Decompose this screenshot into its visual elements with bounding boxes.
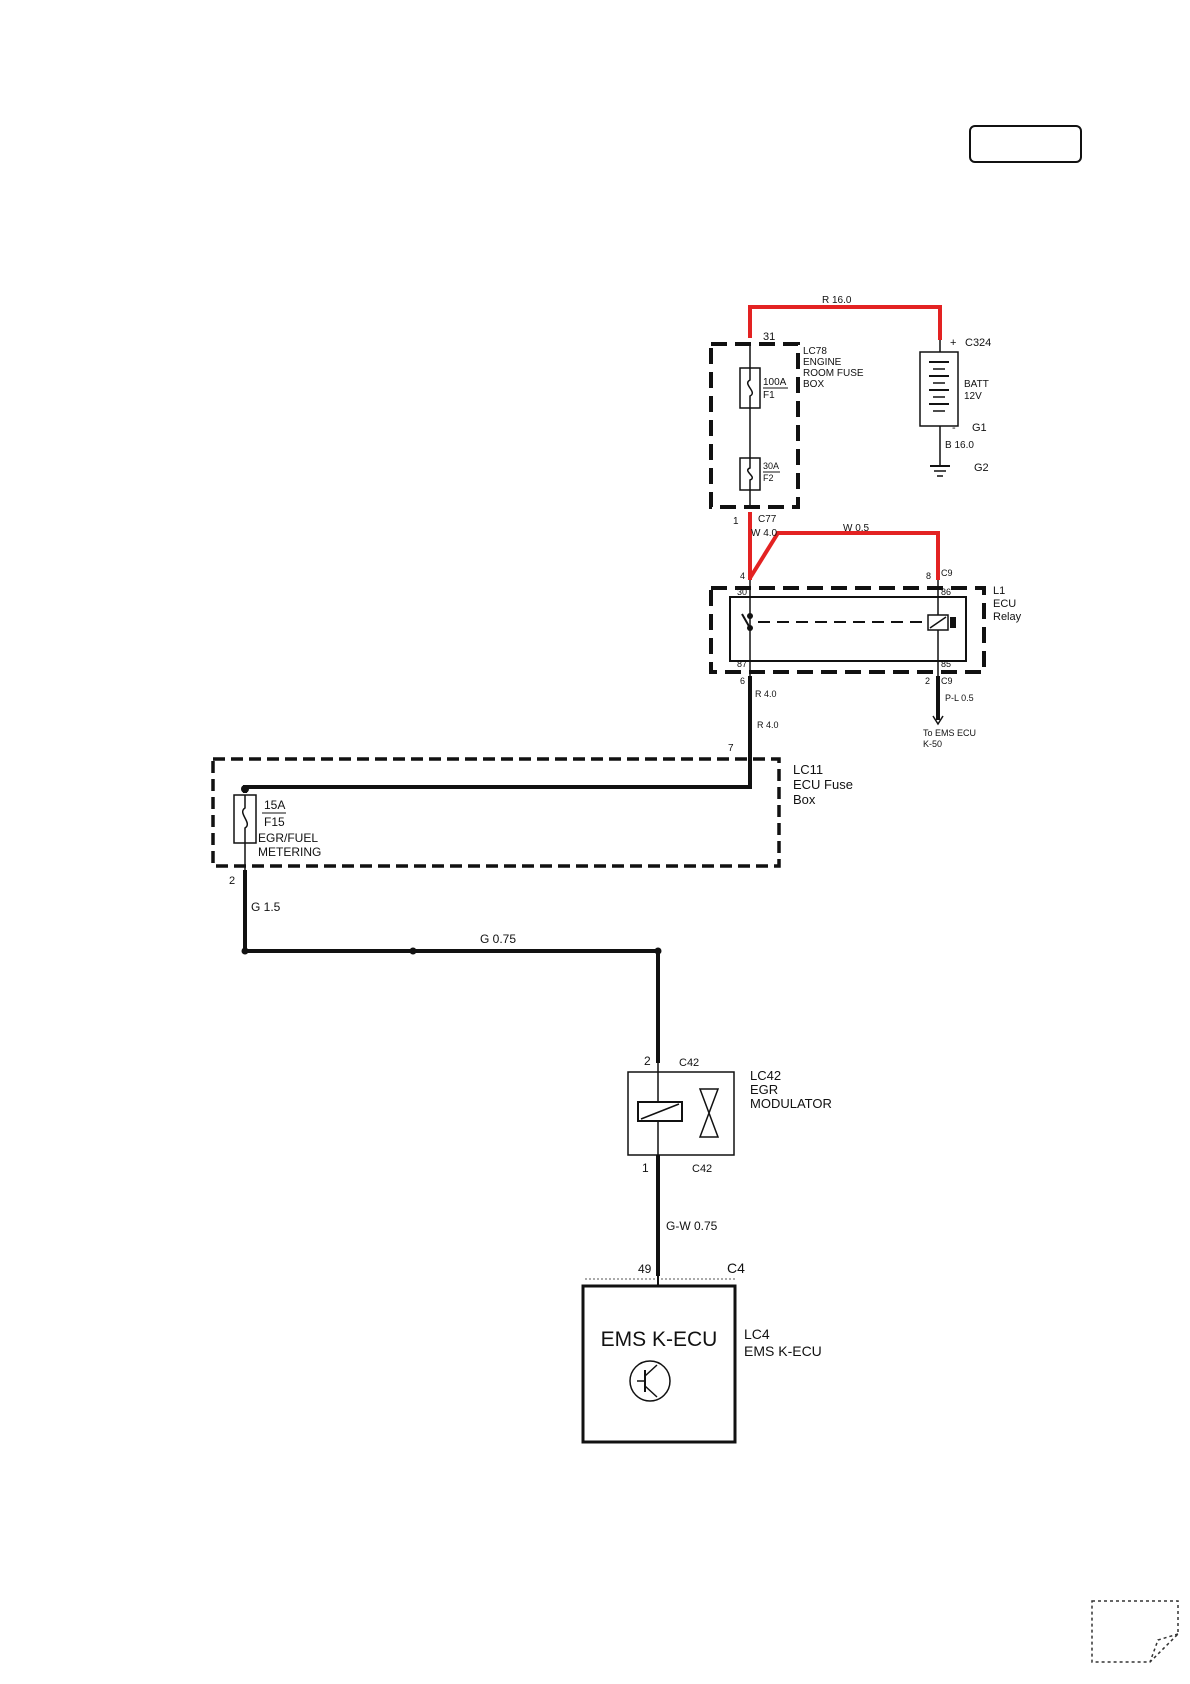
relay-to-label-2: K-50 (923, 739, 942, 749)
wire-relay-coil-feed (748, 531, 940, 580)
ecu-fuse-box-id: LC11 (793, 762, 823, 777)
egr-id: LC42 (750, 1068, 781, 1083)
wire-label-batt-feed: R 16.0 (822, 295, 852, 306)
relay-terminal-30: 30 (737, 587, 747, 597)
relay-coil-icon (927, 614, 956, 631)
wire-label-relay-coil-feed: W 0.5 (843, 523, 870, 534)
engine-fuse-box-name-2: ROOM FUSE (803, 368, 864, 379)
page-label-box (969, 125, 1082, 163)
relay-name-1: ECU (993, 598, 1016, 610)
relay-inner-box (729, 596, 967, 662)
relay-pin-out-right: 2 (925, 676, 930, 686)
relay-pin-in-left: 4 (740, 571, 745, 581)
fuse-f1-rating: 100A (763, 377, 787, 388)
ecu-fuse-box-outline (211, 757, 781, 868)
ems-ecu-box-label: EMS K-ECU (601, 1328, 718, 1351)
relay-pin-in-right: 8 (926, 571, 931, 581)
wire-label-relay-coil-out: P-L 0.5 (945, 693, 974, 703)
battery-label-2: 12V (964, 391, 982, 402)
ems-ecu-name: EMS K-ECU (744, 1343, 822, 1359)
engine-fuse-box-name-1: ENGINE (803, 357, 842, 368)
egr-connector-in: C42 (679, 1057, 699, 1069)
splice-2 (409, 947, 417, 955)
egr-connector-out: C42 (692, 1163, 712, 1175)
transistor-icon (629, 1360, 671, 1402)
fuse-f2-id: F2 (763, 473, 774, 483)
battery-ground-1: G1 (972, 422, 987, 434)
valve-icon (698, 1088, 720, 1138)
fuse-f15-id: F15 (264, 815, 285, 829)
egr-name-1: EGR (750, 1082, 778, 1097)
wire-label-relay-out-2: R 4.0 (757, 720, 779, 730)
egr-solenoid-icon (637, 1101, 683, 1122)
fuse-f15-icon (233, 794, 257, 844)
wire-label-relay-feed: W 4.0 (751, 528, 778, 539)
battery-label-1: BATT (964, 379, 989, 390)
relay-connector-bottom: C9 (941, 676, 953, 686)
ecu-pin: 49 (638, 1262, 652, 1276)
egr-name-2: MODULATOR (750, 1096, 832, 1111)
engine-fuse-box-pin-out: 1 (733, 516, 739, 527)
page-curl-icon (1091, 1600, 1179, 1663)
wire-label-fuse-out: G 1.5 (251, 900, 281, 914)
fuse-f1-id: F1 (763, 390, 775, 401)
battery-ground-2: G2 (974, 462, 989, 474)
relay-id: L1 (993, 585, 1005, 597)
wire-label-batt-ground: B 16.0 (945, 440, 974, 451)
ecu-fuse-box-pin-in: 7 (728, 743, 734, 754)
fuse-f2-icon (739, 457, 761, 491)
relay-terminal-85: 85 (941, 659, 951, 669)
battery-minus: - (952, 422, 956, 434)
fuse-f15-rating: 15A (264, 798, 285, 812)
engine-fuse-box-outline (709, 342, 800, 509)
arrow-to-ems (932, 715, 944, 726)
relay-switch-icon (741, 613, 753, 631)
relay-terminal-86: 86 (941, 587, 951, 597)
egr-pin-out: 1 (642, 1161, 649, 1175)
ecu-fuse-box-name-2: Box (793, 792, 816, 807)
relay-connector-top: C9 (941, 568, 953, 578)
ecu-fuse-box-pin-out: 2 (229, 875, 235, 887)
fuse-f1-icon (739, 367, 761, 409)
relay-name-2: Relay (993, 611, 1022, 623)
ems-ecu-id: LC4 (744, 1326, 770, 1342)
relay-to-label-1: To EMS ECU (923, 728, 976, 738)
wire-egr-feed (245, 949, 660, 1063)
fuse-f15-name-2: METERING (258, 845, 321, 859)
fuse-f2-rating: 30A (763, 461, 779, 471)
ground-icon (930, 465, 950, 477)
battery-plus: + (950, 337, 956, 349)
splice-1 (241, 947, 249, 955)
wire-label-relay-out-1: R 4.0 (755, 689, 777, 699)
engine-fuse-box-name-3: BOX (803, 379, 824, 390)
splice-3 (654, 947, 662, 955)
fuse-f15-name-1: EGR/FUEL (258, 831, 318, 845)
ecu-fuse-box-name-1: ECU Fuse (793, 777, 853, 792)
ecu-connector: C4 (727, 1260, 745, 1276)
battery-symbol (919, 351, 959, 427)
wire-label-egr-feed: G 0.75 (480, 932, 516, 946)
relay-outline (709, 586, 986, 674)
wire-batt-feed (748, 305, 942, 340)
engine-fuse-box-pin-in: 31 (763, 331, 775, 343)
egr-pin-in: 2 (644, 1054, 651, 1068)
wire-label-egr-out: G-W 0.75 (666, 1219, 718, 1233)
engine-fuse-box-id: LC78 (803, 346, 827, 357)
relay-pin-out-left: 6 (740, 676, 745, 686)
engine-fuse-box-connector-out: C77 (758, 514, 777, 525)
ems-ecu-box (581, 1284, 737, 1444)
relay-terminal-87: 87 (737, 659, 747, 669)
battery-connector: C324 (965, 337, 991, 349)
